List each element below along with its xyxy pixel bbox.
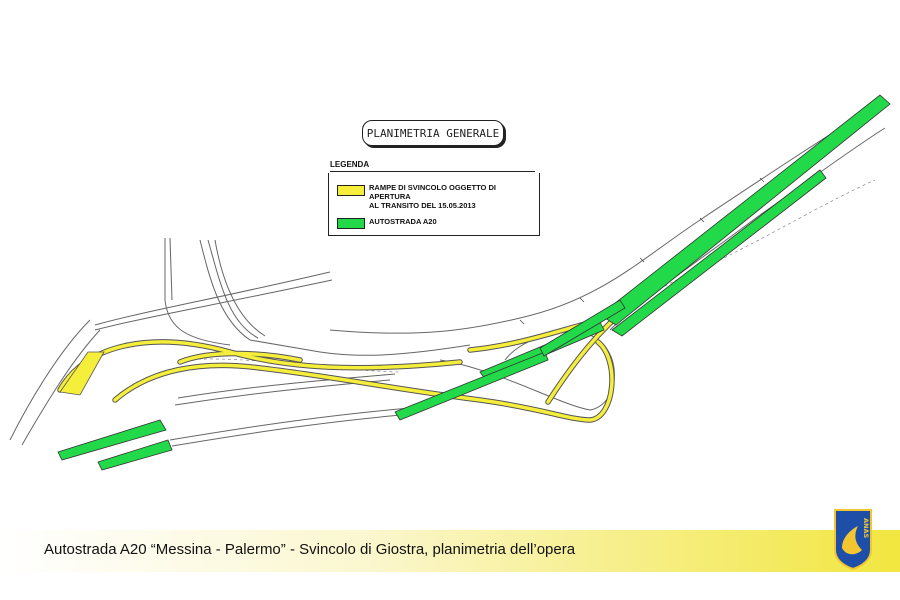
legend-swatch-ramp — [337, 185, 365, 196]
legend-label-motorway: AUTOSTRADA A20 — [369, 217, 437, 226]
legend-divider — [330, 171, 535, 172]
road-mid-grey-2 — [177, 373, 396, 399]
legend-label-ramp-line1: RAMPE DI SVINCOLO OGGETTO DI APERTURA — [369, 183, 496, 201]
motorway-a20-northeast — [599, 94, 891, 326]
footer-caption: Autostrada A20 “Messina - Palermo” - Svi… — [44, 541, 576, 558]
legend-label-ramp: RAMPE DI SVINCOLO OGGETTO DI APERTURA AL… — [369, 183, 534, 210]
urban-road-a — [199, 239, 471, 356]
main-edge-north — [329, 99, 886, 334]
legend-label-ramp-line2: AL TRANSITO DEL 15.05.2013 — [369, 201, 476, 210]
chainage-tick — [639, 257, 645, 263]
ramp-west-edge — [9, 319, 91, 441]
legend-box: RAMPE DI SVINCOLO OGGETTO DI APERTURA AL… — [328, 173, 540, 236]
legend-heading: LEGENDA — [330, 160, 370, 169]
yellow-ramp-mid — [178, 351, 302, 364]
motorway-a20-southwest-2 — [97, 439, 173, 471]
chainage-tick — [759, 177, 765, 183]
urban-road-b — [207, 239, 259, 339]
motorway-a20-center-2 — [394, 351, 549, 421]
legend: LEGENDA RAMPE DI SVINCOLO OGGETTO DI APE… — [326, 160, 541, 236]
motorway-a20-center-3 — [539, 299, 626, 357]
legend-swatch-motorway — [337, 218, 365, 229]
motorway-a20-southwest — [57, 419, 167, 461]
construction-line-2 — [179, 358, 401, 373]
local-road-northwest — [164, 238, 231, 346]
anas-logo: ANAS — [834, 509, 872, 570]
local-road-north-2 — [94, 279, 333, 331]
chainage-tick — [519, 319, 525, 325]
yellow-gore-west — [59, 351, 105, 396]
road-south-grey — [169, 407, 411, 441]
urban-road-c — [214, 239, 266, 337]
road-plan-drawing — [9, 94, 891, 471]
logo-text: ANAS — [862, 518, 870, 539]
road-south-grey-2 — [171, 413, 413, 447]
chainage-tick — [579, 297, 585, 303]
local-road-northwest-2 — [169, 237, 173, 301]
ramp-west-edge-2 — [21, 329, 101, 446]
footer-band: Autostrada A20 “Messina - Palermo” - Svi… — [0, 509, 900, 572]
chainage-tick — [699, 217, 705, 223]
local-road-north — [94, 271, 331, 326]
drawing-title: PLANIMETRIA GENERALE — [362, 120, 504, 146]
motorway-a20-northeast-2 — [611, 169, 827, 337]
